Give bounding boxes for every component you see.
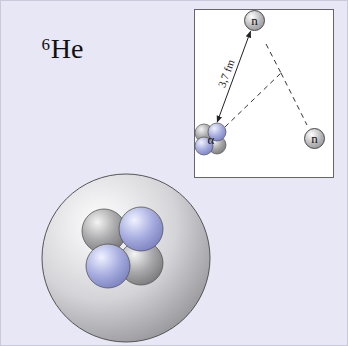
alpha-cluster: α [192,120,230,158]
neutron-circle: n [244,10,265,31]
nucleus-symbol: ⁶He [41,35,83,63]
particle-label: n [251,14,258,27]
proton-sphere [119,207,163,251]
inset-frame [195,10,334,178]
particle-label: n [311,132,318,145]
neutron-circle: n [304,128,325,149]
dashed-line [281,73,307,125]
proton-sphere [86,244,130,288]
dashed-line [225,73,281,127]
particle-symbol: α [208,133,215,146]
nucleus-halo [42,174,210,342]
dashed-line [266,44,281,73]
